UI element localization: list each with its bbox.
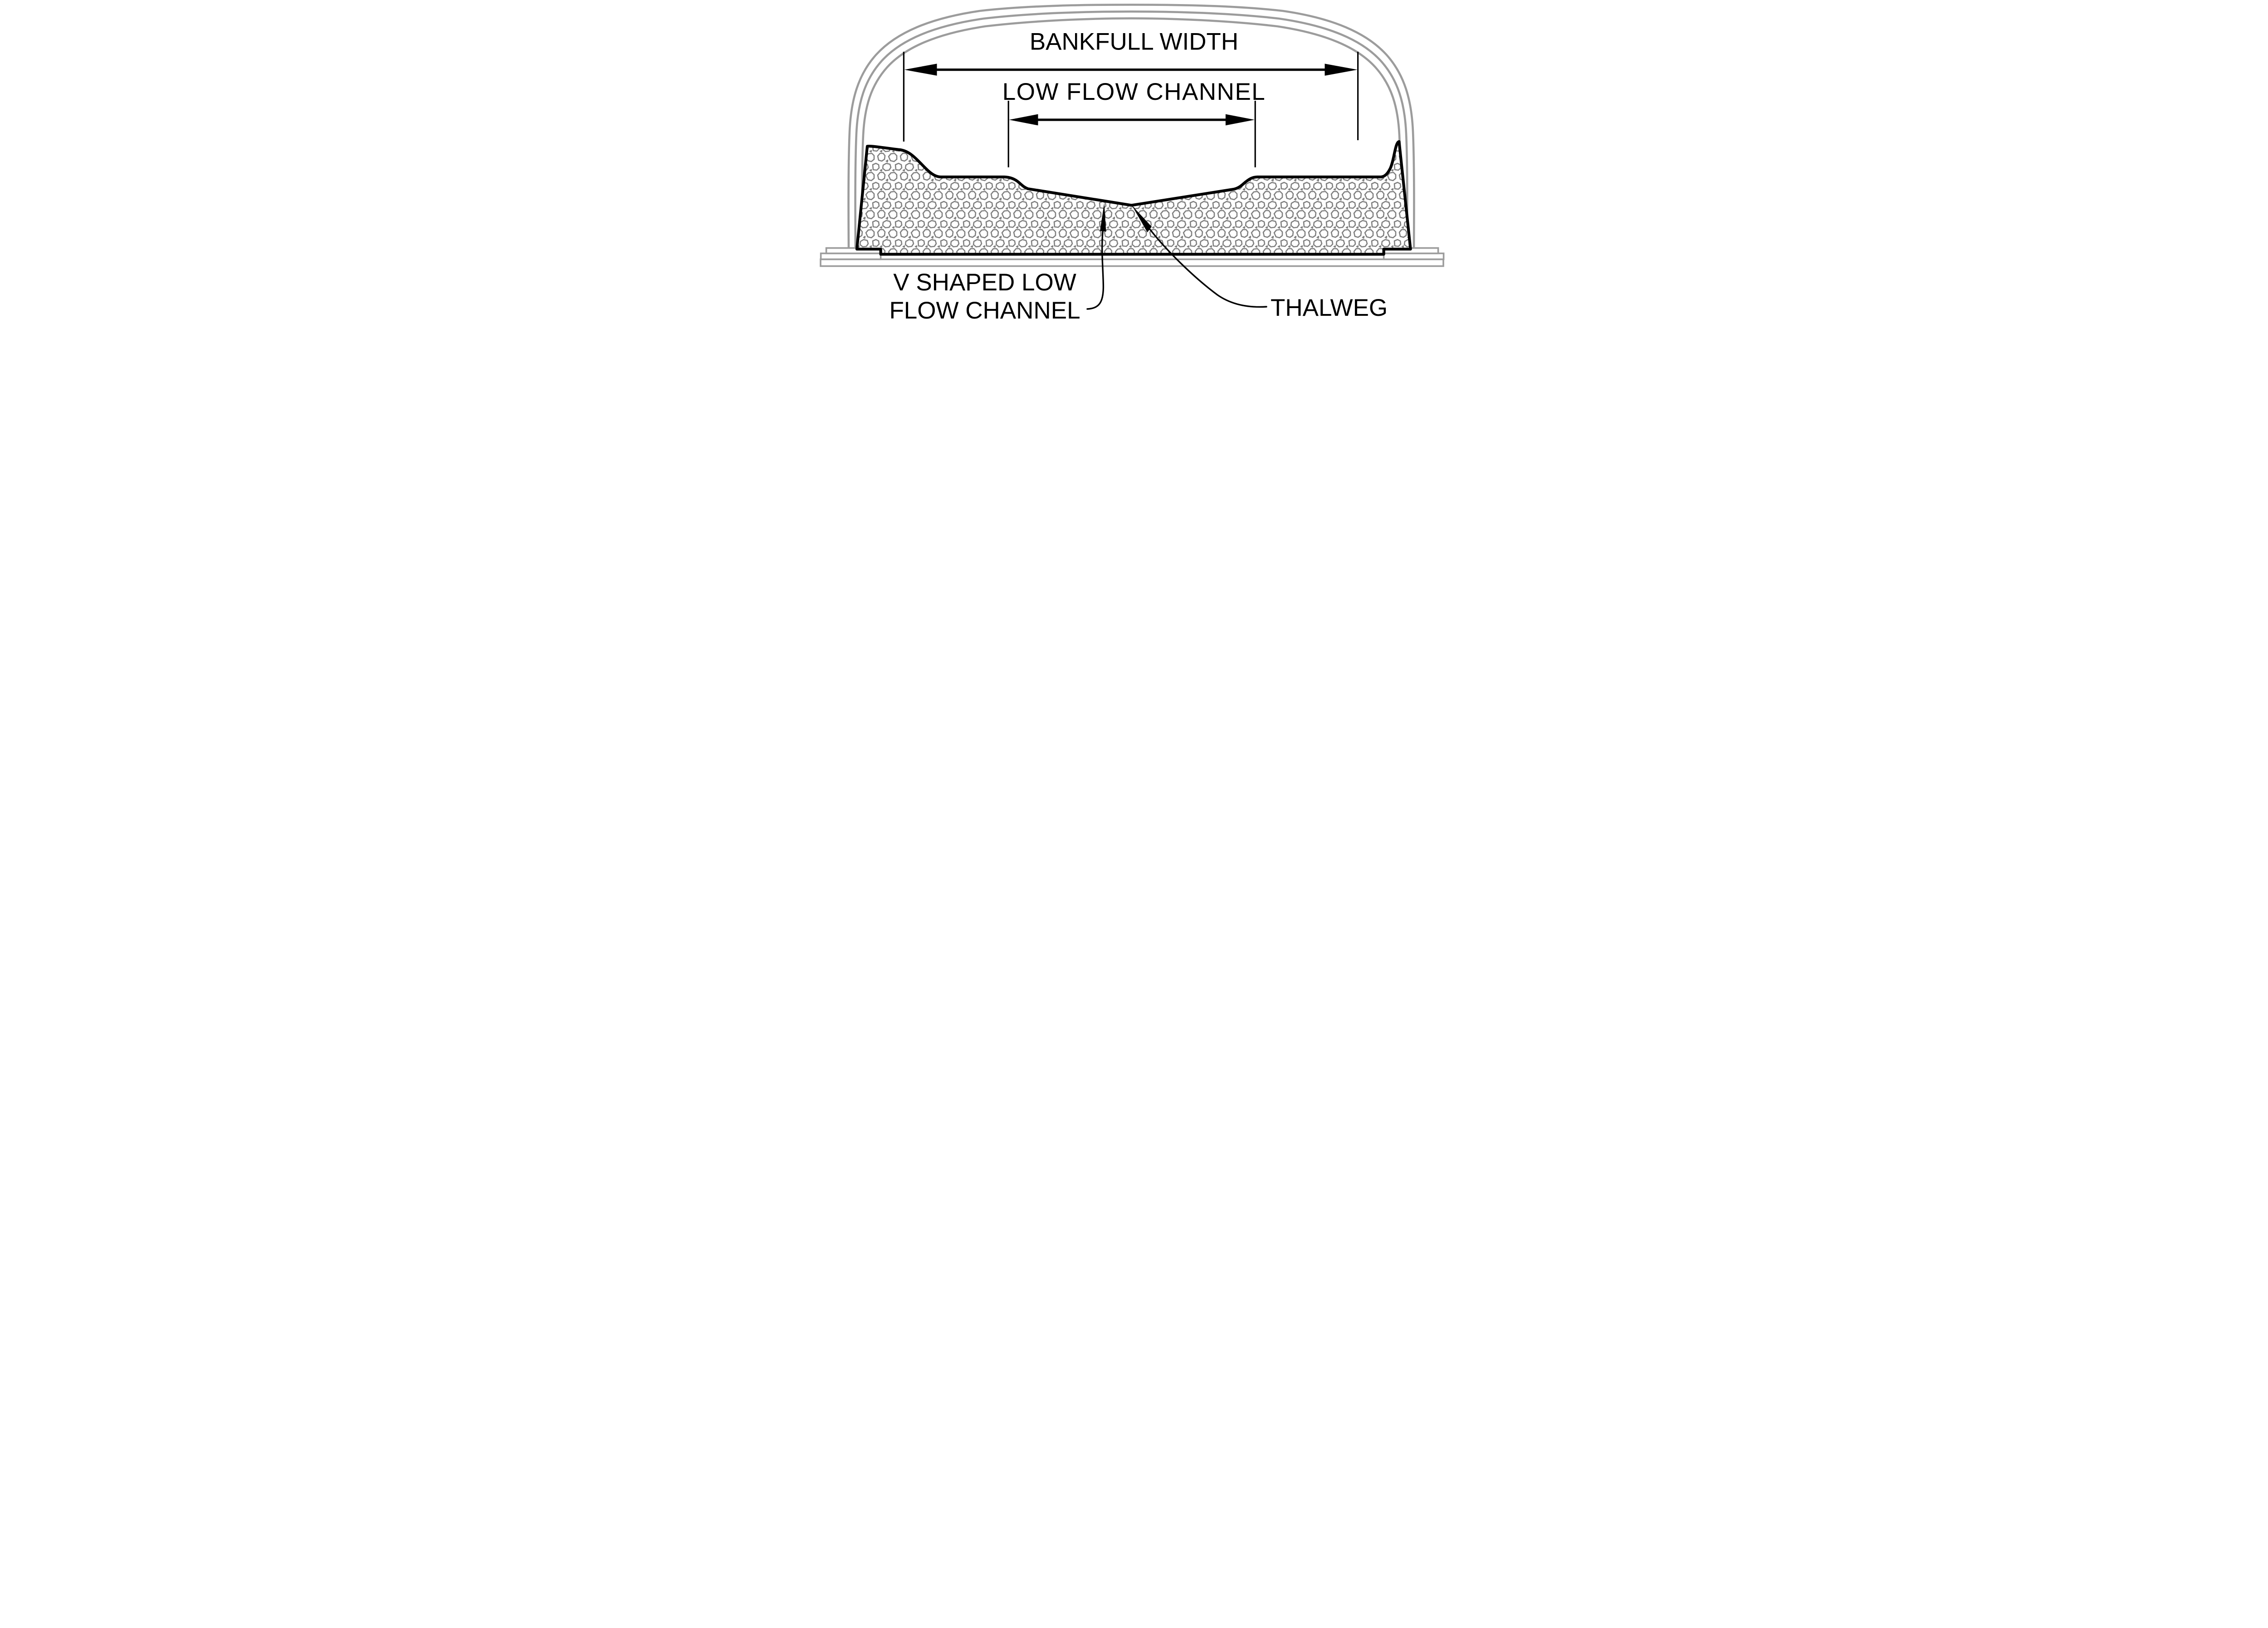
thalweg-label: THALWEG xyxy=(1271,294,1388,321)
arch-outer-line xyxy=(847,4,1415,251)
culvert-cross-section-diagram: BANKFULL WIDTH LOW FLOW CHANNEL V SHAPED… xyxy=(807,0,1461,326)
thalweg-leader-arrowhead xyxy=(1132,206,1152,232)
bankfull-dimension: BANKFULL WIDTH xyxy=(903,29,1359,142)
v-shaped-label-line2: FLOW CHANNEL xyxy=(889,297,1080,324)
right-footing-lower-step xyxy=(1383,252,1445,260)
gravel-streambed xyxy=(855,140,1412,256)
v-shaped-label-line1: V SHAPED LOW xyxy=(893,269,1076,296)
base-slab xyxy=(820,258,1444,267)
diagram-canvas: BANKFULL WIDTH LOW FLOW CHANNEL V SHAPED… xyxy=(807,0,1461,326)
left-footing-lower-step xyxy=(820,252,882,260)
low-flow-dimension: LOW FLOW CHANNEL xyxy=(1002,78,1266,167)
culvert-arch xyxy=(847,4,1415,251)
low-flow-arrowhead-left xyxy=(1009,114,1038,126)
v-shaped-leader-arrowhead xyxy=(1100,203,1106,232)
arch-middle-line xyxy=(854,10,1408,251)
bankfull-arrowhead-right xyxy=(1325,64,1358,76)
thalweg-leader: THALWEG xyxy=(1132,206,1388,321)
arch-inner-line xyxy=(861,17,1402,251)
v-shaped-leader: V SHAPED LOW FLOW CHANNEL xyxy=(889,203,1106,324)
bankfull-arrowhead-left xyxy=(904,64,937,76)
v-shaped-leader-curve xyxy=(1086,228,1105,310)
bankfull-width-label: BANKFULL WIDTH xyxy=(1030,29,1238,55)
low-flow-channel-label: LOW FLOW CHANNEL xyxy=(1002,78,1266,105)
foundation xyxy=(820,247,1445,267)
thalweg-leader-curve xyxy=(1149,229,1267,308)
low-flow-arrowhead-right xyxy=(1225,114,1255,126)
